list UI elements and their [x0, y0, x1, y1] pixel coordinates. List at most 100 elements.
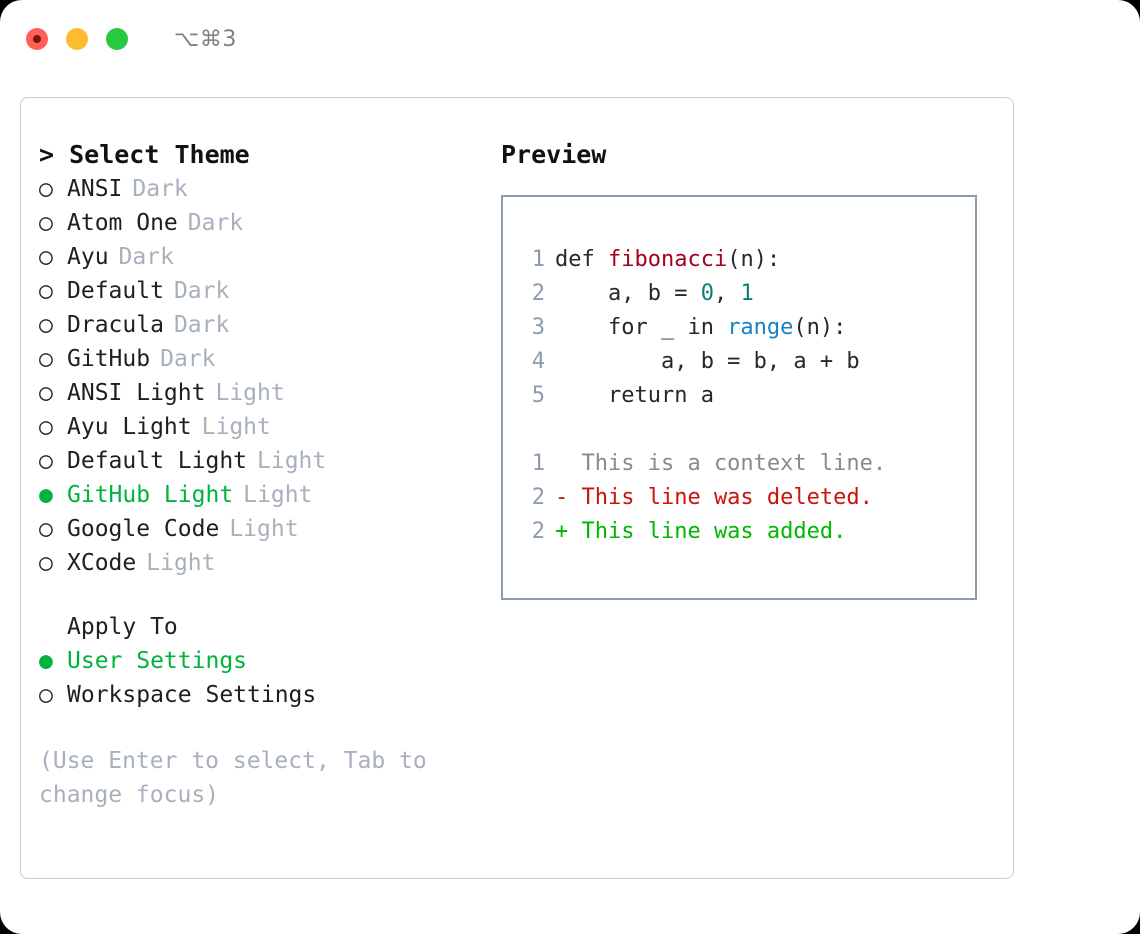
code-token-plain: , — [713, 281, 741, 306]
theme-item-label: Default Light — [67, 448, 248, 474]
theme-item-tag: Dark — [160, 346, 216, 372]
theme-item-label: XCode — [67, 550, 137, 576]
diff-line-number: 2 — [531, 485, 545, 510]
theme-item-label: Atom One — [67, 210, 178, 236]
theme-item-tag: Light — [201, 414, 271, 440]
theme-item-tag: Dark — [132, 176, 188, 202]
code-token-num: 0 — [700, 281, 714, 306]
theme-item-label: ANSI Light — [67, 380, 206, 406]
theme-item-label: Google Code — [67, 516, 220, 542]
apply-to-list[interactable]: ● User Settings ○Workspace Settings — [39, 644, 479, 712]
theme-item-10[interactable]: ○ Google Code Light — [39, 512, 479, 546]
minimize-window-icon[interactable] — [66, 28, 88, 50]
code-line: 4 a, b = b, a + b — [521, 345, 975, 379]
code-token-plain: (n): — [793, 315, 847, 340]
code-line-text: a, b = 0, 1 — [555, 277, 754, 311]
code-line: 1 def fibonacci(n): — [521, 243, 975, 277]
code-token-num: 1 — [740, 281, 754, 306]
theme-item-tag: Dark — [118, 244, 174, 270]
diff-line-text: + This line was added. — [555, 519, 847, 544]
maximize-window-icon[interactable] — [106, 28, 128, 50]
code-line-number: 1 — [531, 247, 545, 272]
apply-option-0[interactable]: ● User Settings — [39, 644, 479, 678]
theme-item-label: Default — [67, 278, 164, 304]
apply-option-label: User Settings — [67, 648, 248, 674]
theme-item-tag: Light — [229, 516, 299, 542]
theme-item-tag: Light — [257, 448, 327, 474]
theme-item-label: ANSI — [67, 176, 123, 202]
radio-unselected-icon: ○ — [39, 682, 53, 708]
code-token-plain: a, b = — [555, 281, 701, 306]
theme-item-label: Dracula — [67, 312, 164, 338]
diff-line-text: - This line was deleted. — [555, 485, 873, 510]
code-line-number: 3 — [531, 315, 545, 340]
diff-line-add: 2+ This line was added. — [521, 515, 975, 549]
theme-item-tag: Dark — [173, 278, 230, 304]
diff-line-number: 1 — [531, 451, 545, 476]
code-token-call: range — [727, 315, 794, 340]
radio-unselected-icon: ○ — [39, 176, 53, 202]
theme-item-label: GitHub Light — [67, 482, 234, 508]
window-controls — [26, 28, 128, 50]
code-token-plain: (n): — [727, 247, 781, 272]
diff-line-text: This is a context line. — [555, 451, 887, 476]
radio-unselected-icon: ○ — [39, 448, 53, 474]
code-line-text: return a — [555, 379, 714, 413]
apply-to-heading: Apply To — [67, 614, 178, 640]
radio-unselected-icon: ○ — [39, 210, 53, 236]
code-line: 5 return a — [521, 379, 975, 413]
theme-item-label: Ayu — [67, 244, 109, 270]
theme-item-2[interactable]: ○ Ayu Dark — [39, 240, 479, 274]
close-window-icon[interactable] — [26, 28, 48, 50]
radio-unselected-icon: ○ — [39, 244, 53, 270]
theme-item-5[interactable]: ○ GitHub Dark — [39, 342, 479, 376]
code-token-plain: return a — [555, 383, 714, 408]
radio-unselected-icon: ○ — [39, 516, 53, 542]
keyboard-shortcut-label: ⌥⌘3 — [174, 26, 237, 52]
code-line-text: def fibonacci(n): — [555, 243, 780, 277]
radio-unselected-icon: ○ — [39, 312, 53, 338]
radio-unselected-icon: ○ — [39, 550, 53, 576]
window-titlebar: ⌥⌘3 — [0, 0, 1140, 78]
code-line-number: 2 — [531, 281, 545, 306]
code-line: 2 a, b = 0, 1 — [521, 277, 975, 311]
code-token-plain: for _ in — [555, 315, 728, 340]
theme-item-3[interactable]: ○ Default Dark — [39, 274, 479, 308]
theme-item-0[interactable]: ○ ANSI Dark — [39, 172, 479, 206]
code-line: 3 for _ in range(n): — [521, 311, 975, 345]
radio-unselected-icon: ○ — [39, 380, 53, 406]
diff-sample: 1 This is a context line. 2 - This line wa… — [521, 447, 975, 549]
theme-item-label: GitHub — [67, 346, 151, 372]
theme-item-tag: Dark — [173, 312, 230, 338]
code-line-text: a, b = b, a + b — [555, 345, 860, 379]
code-token-plain: def — [555, 247, 608, 272]
theme-item-8[interactable]: ○ Default Light Light — [39, 444, 479, 478]
diff-line-del: 2 - This line was deleted. — [521, 481, 975, 515]
code-token-plain: a, b = b, a + b — [555, 349, 860, 374]
code-line-number: 5 — [531, 383, 545, 408]
radio-selected-icon: ● — [39, 648, 53, 674]
theme-item-label: Ayu Light — [67, 414, 192, 440]
code-token-func: fibonacci — [607, 247, 728, 272]
radio-unselected-icon: ○ — [39, 346, 53, 372]
theme-item-tag: Light — [146, 550, 216, 576]
code-line-number: 4 — [531, 349, 545, 374]
theme-item-4[interactable]: ○ Dracula Dark — [39, 308, 479, 342]
apply-option-1[interactable]: ○Workspace Settings — [39, 678, 479, 712]
radio-selected-icon: ● — [39, 482, 53, 508]
radio-unselected-icon: ○ — [39, 278, 53, 304]
code-line-text: for _ in range(n): — [555, 311, 846, 345]
apply-to-section: Apply To ● User Settings ○Workspace Settin… — [39, 610, 479, 712]
theme-item-11[interactable]: ○ XCode Light — [39, 546, 479, 580]
